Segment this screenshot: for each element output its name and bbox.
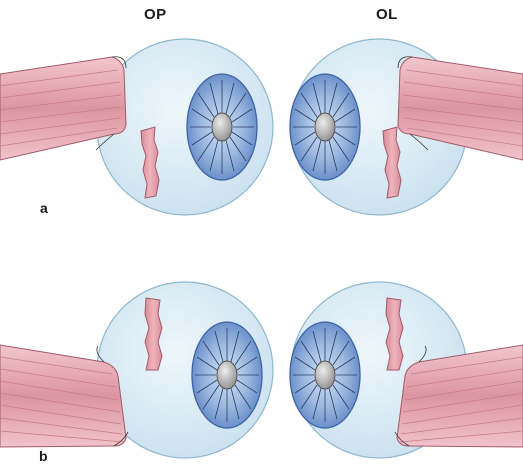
eye-right-a xyxy=(0,39,273,215)
eye-left-a xyxy=(290,39,523,215)
eye-left-b xyxy=(290,282,523,458)
pupil xyxy=(315,113,335,141)
pupil xyxy=(217,361,237,389)
pupil xyxy=(212,113,232,141)
pupil xyxy=(315,361,335,389)
eye-right-b xyxy=(0,282,273,458)
